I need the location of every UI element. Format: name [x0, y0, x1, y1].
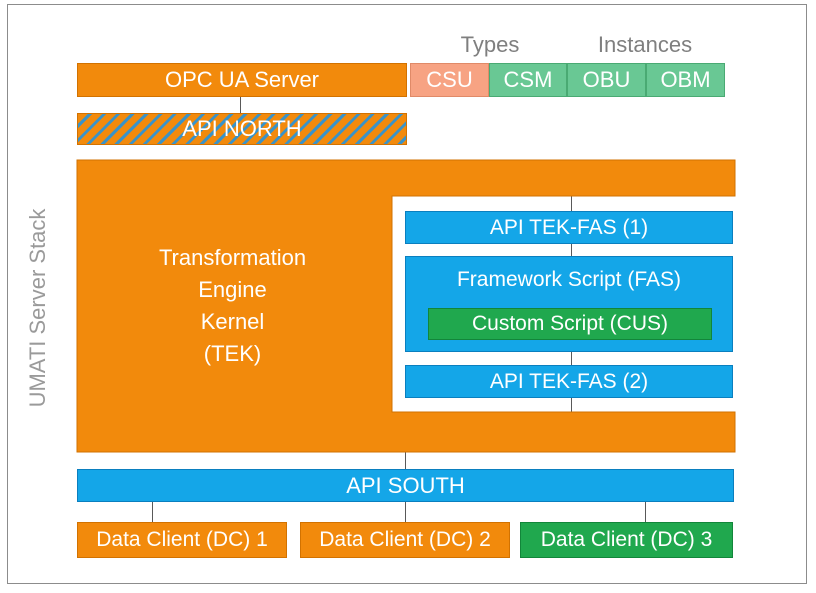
tek-line-3: Kernel — [200, 309, 265, 334]
connector-south-dc3 — [645, 502, 646, 522]
connector-north-tek — [240, 97, 241, 113]
side-label-text: UMATI Server Stack — [25, 208, 50, 408]
type-csm-box: CSM — [489, 63, 567, 97]
instances-header: Instances — [597, 32, 693, 57]
api-north-box: API NORTH — [77, 113, 407, 145]
types-header: Types — [460, 32, 520, 57]
connector-fas-fas2 — [571, 352, 572, 365]
data-client-1-box: Data Client (DC) 1 — [77, 522, 287, 558]
api-south-box: API SOUTH — [77, 469, 734, 502]
data-client-2-box: Data Client (DC) 2 — [300, 522, 510, 558]
connector-fas1-fas — [571, 244, 572, 256]
connector-fas-top — [571, 193, 572, 211]
instance-obm-box: OBM — [646, 63, 725, 97]
connector-tek-south — [405, 452, 406, 469]
connector-south-dc1 — [152, 502, 153, 522]
api-tek-fas-1-box: API TEK-FAS (1) — [405, 211, 733, 244]
fas-box: Framework Script (FAS) Custom Script (CU… — [405, 256, 733, 352]
type-csu-box: CSU — [410, 63, 489, 97]
cus-box: Custom Script (CUS) — [428, 308, 712, 340]
fas-label: Framework Script (FAS) — [456, 268, 682, 291]
tek-line-1: Transformation — [158, 245, 307, 270]
instance-obu-box: OBU — [567, 63, 646, 97]
connector-south-dc2 — [405, 502, 406, 522]
tek-line-4: (TEK) — [203, 341, 262, 366]
opc-ua-server-box: OPC UA Server — [77, 63, 407, 97]
data-client-3-box: Data Client (DC) 3 — [520, 522, 733, 558]
api-tek-fas-2-box: API TEK-FAS (2) — [405, 365, 733, 398]
tek-label: Transformation Engine Kernel (TEK) — [130, 242, 335, 370]
tek-line-2: Engine — [198, 277, 267, 302]
connector-fas2-bottom — [571, 398, 572, 412]
